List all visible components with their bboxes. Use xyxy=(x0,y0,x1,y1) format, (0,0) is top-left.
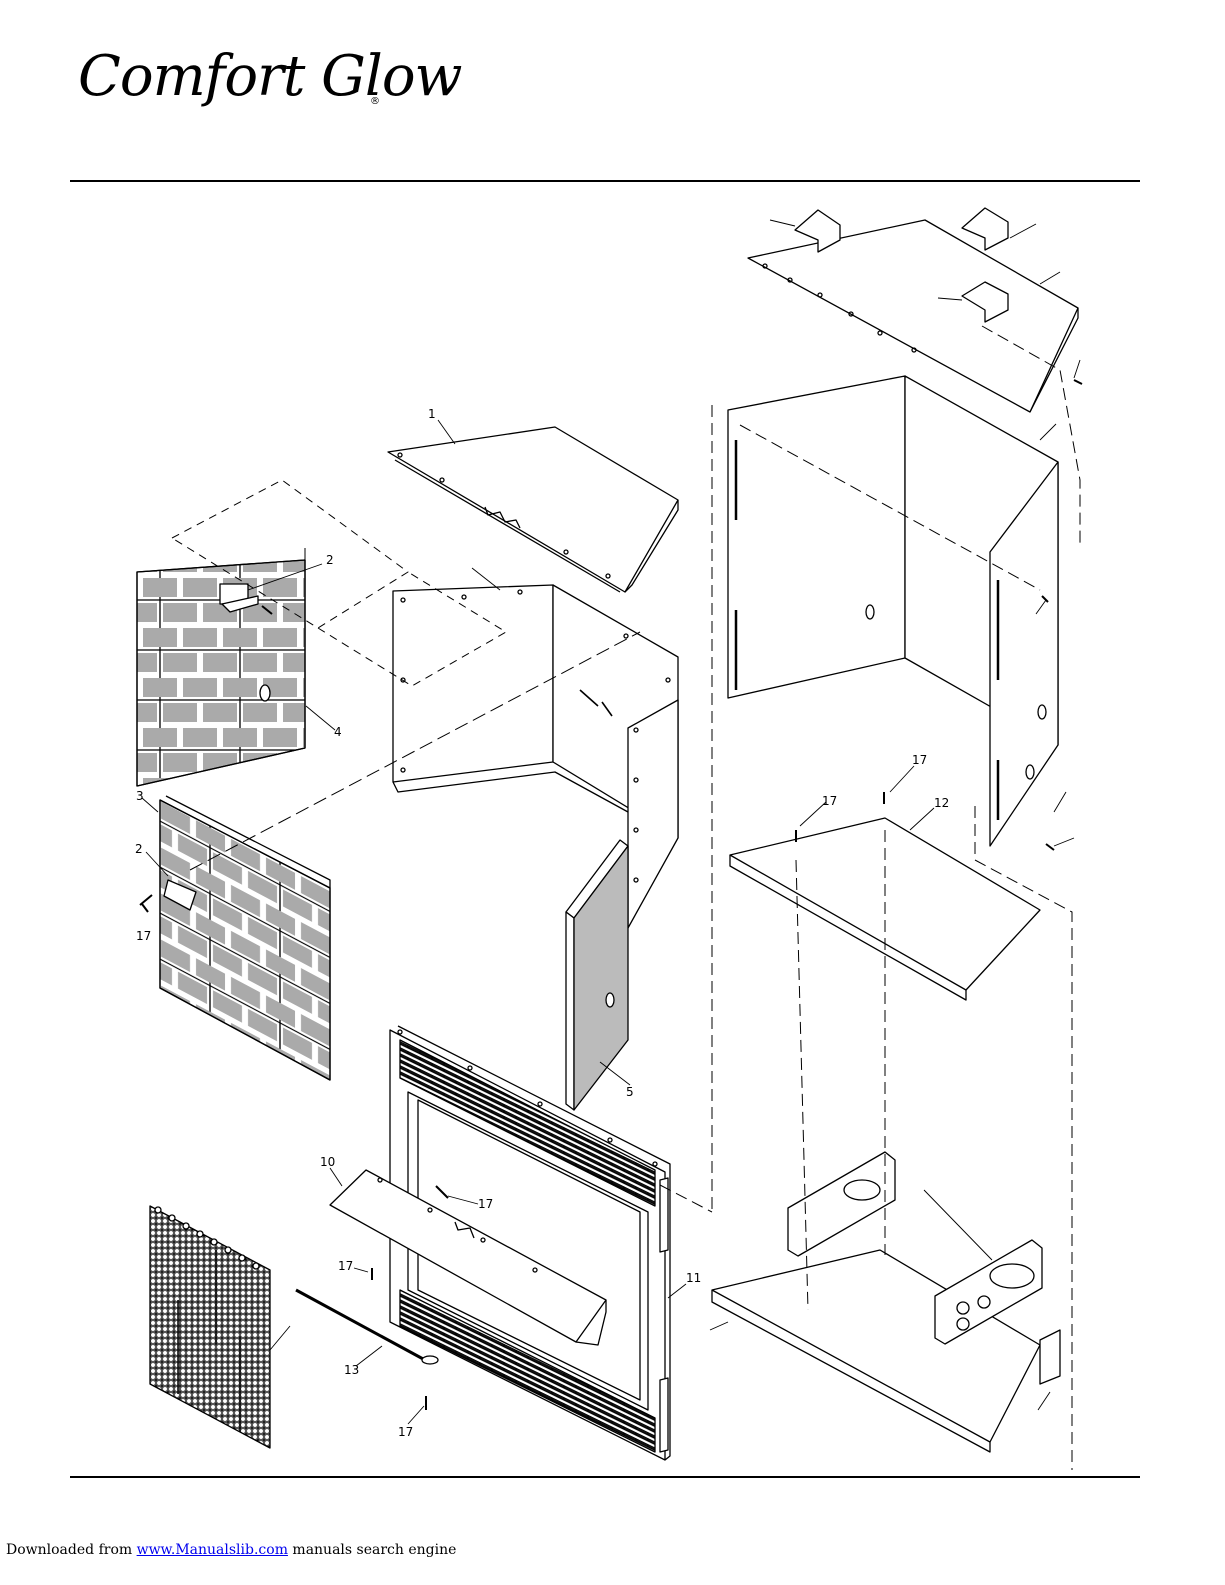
footer-suffix: manuals search engine xyxy=(288,1542,456,1558)
base-plate xyxy=(712,1152,1060,1452)
part-1-top-baffle xyxy=(388,427,678,592)
callout-3: 3 xyxy=(136,789,144,803)
callout-17-rod: 17 xyxy=(398,1425,413,1439)
footer-prefix: Downloaded from xyxy=(6,1542,137,1558)
part-5-refractory-panel xyxy=(566,840,628,1110)
screen-mesh xyxy=(150,1206,270,1448)
part-3-brick-panel-side xyxy=(140,796,330,1080)
callout-17-baffle: 17 xyxy=(478,1197,493,1211)
callout-17-shelf-right: 17 xyxy=(912,753,927,767)
part-4-brick-panel-back xyxy=(137,548,305,786)
callout-13: 13 xyxy=(344,1363,359,1377)
callout-17-frame: 17 xyxy=(338,1259,353,1273)
callout-5: 5 xyxy=(626,1085,634,1099)
callout-10: 10 xyxy=(320,1155,335,1169)
callout-17-brick: 17 xyxy=(136,929,151,943)
callout-11: 11 xyxy=(686,1271,701,1285)
footer-download-notice: Downloaded from www.Manualslib.com manua… xyxy=(6,1542,456,1558)
outer-firebox xyxy=(728,376,1058,846)
callout-17-shelf-left: 17 xyxy=(822,794,837,808)
callout-2-side: 2 xyxy=(135,842,143,856)
callout-1: 1 xyxy=(428,407,436,421)
callout-2-top: 2 xyxy=(326,553,334,567)
inner-firebox-liner xyxy=(393,585,678,928)
callout-4: 4 xyxy=(334,725,342,739)
callout-12: 12 xyxy=(934,796,949,810)
manualslib-link[interactable]: www.Manualslib.com xyxy=(137,1542,288,1558)
